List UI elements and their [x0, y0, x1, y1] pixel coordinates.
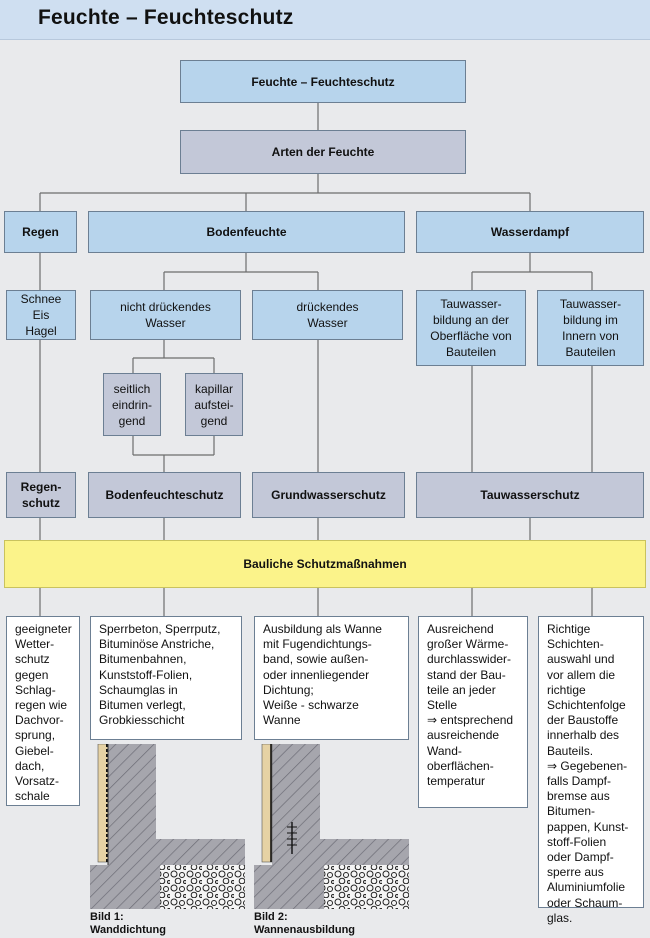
- node-pressing-water: drückendes Wasser: [252, 290, 403, 340]
- node-ground-moisture: Bodenfeuchte: [88, 211, 405, 253]
- node-ground-moisture-protection: Bodenfeuchteschutz: [88, 472, 241, 518]
- figure-wall-sealing: [90, 744, 245, 909]
- text-surface-measures: Ausreichend großer Wärme- durchlasswider…: [418, 616, 528, 808]
- text-ground-measures: Sperrbeton, Sperrputz, Bituminöse Anstri…: [90, 616, 242, 740]
- node-non-pressing-water: nicht drückendes Wasser: [90, 290, 241, 340]
- node-condensation-protection: Tauwasserschutz: [416, 472, 644, 518]
- node-rain: Regen: [4, 211, 77, 253]
- text-rain-measures: geeigneter Wetter- schutz gegen Schlag- …: [6, 616, 80, 806]
- figure-tank-construction: [254, 744, 409, 909]
- node-groundwater-protection: Grundwasserschutz: [252, 472, 405, 518]
- text-inner-measures: Richtige Schichten- auswahl und vor alle…: [538, 616, 644, 925]
- figure-2-caption: Bild 2: Wannenausbildung: [254, 911, 356, 936]
- node-root: Feuchte – Feuchteschutz: [180, 60, 466, 103]
- figure-1-caption: Bild 1: Wanddichtung: [90, 911, 166, 936]
- page-title: Feuchte – Feuchteschutz: [38, 6, 294, 29]
- node-snow-ice-hail: Schnee Eis Hagel: [6, 290, 76, 340]
- node-rain-protection: Regen- schutz: [6, 472, 76, 518]
- page-header: Feuchte – Feuchteschutz: [0, 0, 650, 40]
- node-capillary: kapillar aufstei- gend: [185, 373, 243, 436]
- node-structural-measures: Bauliche Schutzmaßnahmen: [4, 540, 646, 588]
- node-types: Arten der Feuchte: [180, 130, 466, 174]
- node-lateral: seitlich eindrin- gend: [103, 373, 161, 436]
- text-groundwater-measures: Ausbildung als Wanne mit Fugendichtungs-…: [254, 616, 409, 740]
- node-surface-condensation: Tauwasser- bildung an der Oberfläche von…: [416, 290, 526, 366]
- node-water-vapor: Wasserdampf: [416, 211, 644, 253]
- node-inner-condensation: Tauwasser- bildung im Innern von Bauteil…: [537, 290, 644, 366]
